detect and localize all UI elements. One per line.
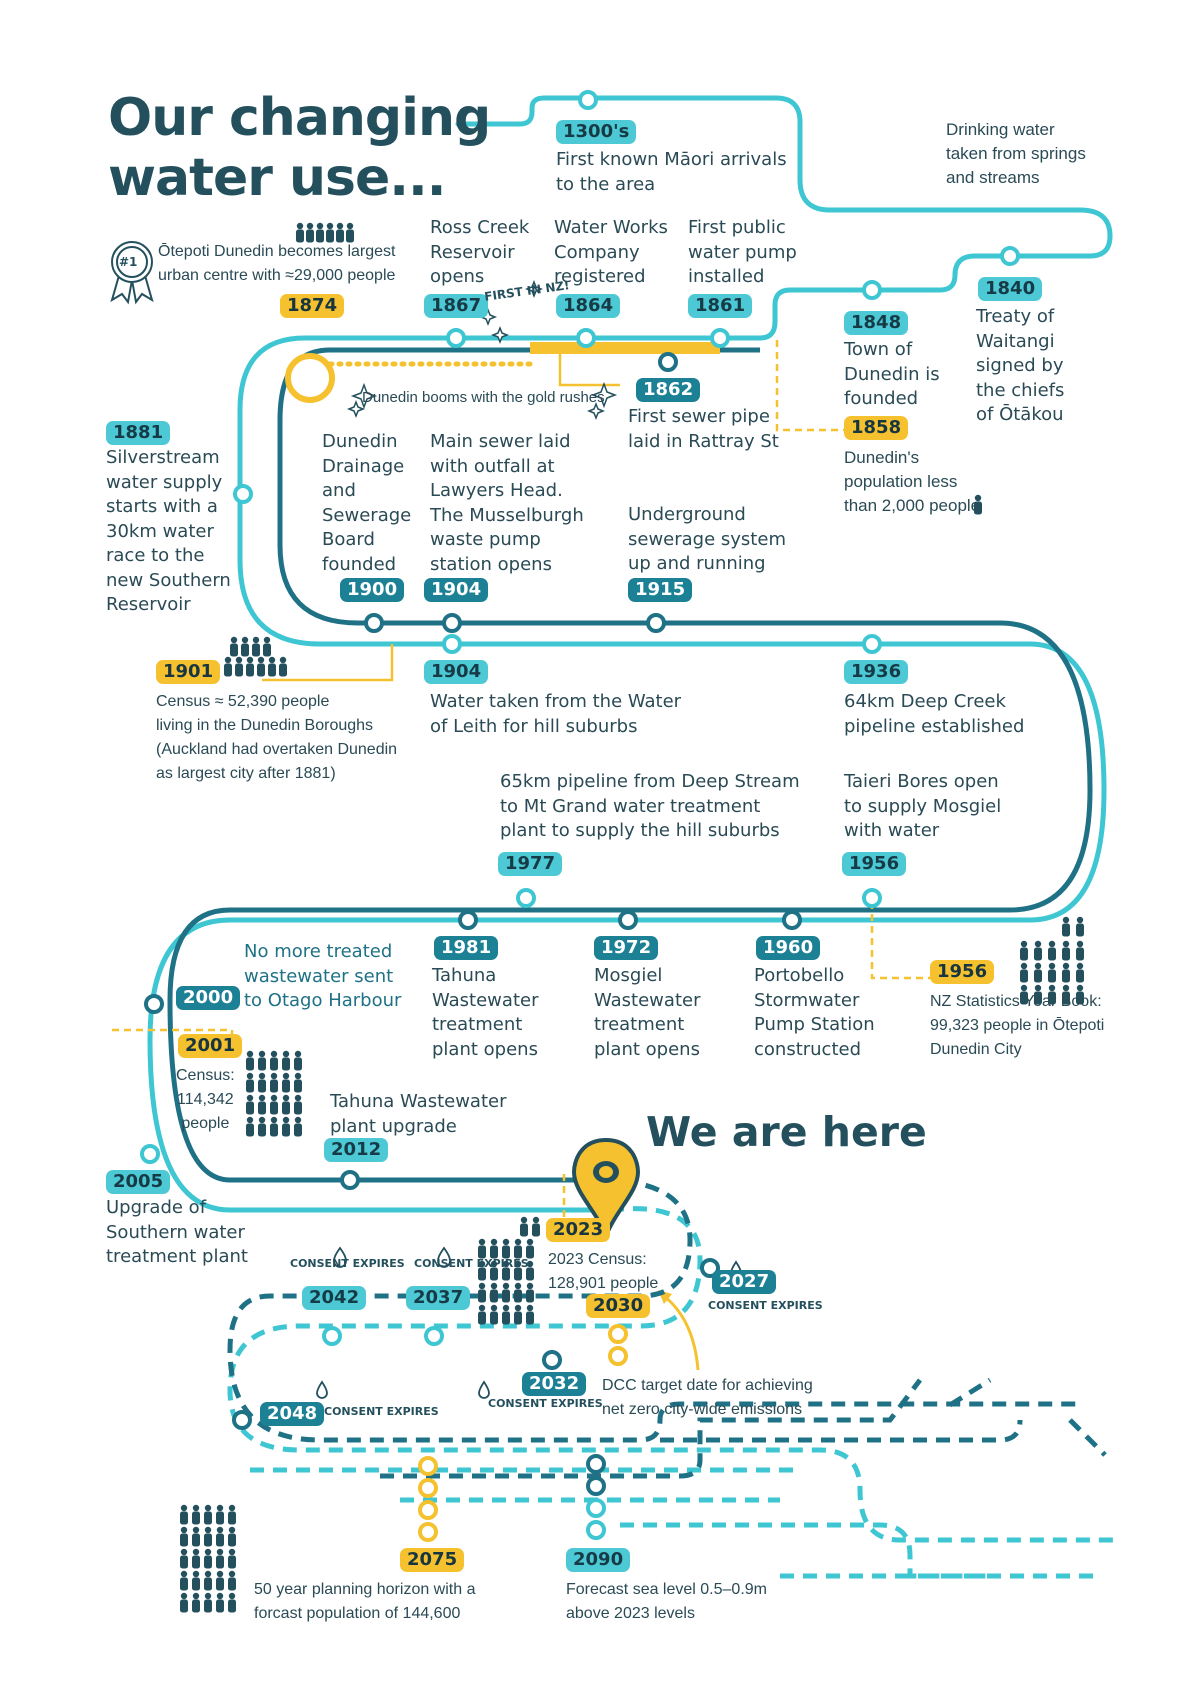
year-label-1300s: 1300's (556, 120, 637, 144)
event-text-1861: First public water pump installed (688, 217, 797, 287)
year-label-1858: 1858 (844, 416, 909, 440)
year-label-1904b: 1904 (424, 660, 489, 684)
year-label-2075: 2075 (400, 1548, 465, 1572)
leader-1901 (262, 644, 394, 682)
event-text-1867: Ross Creek Reservoir opens (430, 217, 530, 287)
event-text-2090: Forecast sea level 0.5–0.9m above 2023 l… (566, 1581, 767, 1622)
year-label-2005: 2005 (106, 1170, 171, 1194)
event-text-2005: Upgrade of Southern water treatment plan… (106, 1197, 248, 1267)
year-label-1881: 1881 (106, 421, 171, 445)
year-label-1981: 1981 (434, 936, 499, 960)
line-dark-inner (167, 347, 1093, 1183)
future-dash-dark (227, 1177, 1080, 1479)
people-icon-2001 (246, 1050, 302, 1137)
gold-bar-gold-rush (530, 342, 720, 354)
event-text-1858: Dunedin's population less than 2,000 peo… (844, 448, 981, 515)
year-label-1901: 1901 (156, 660, 221, 684)
event-text-1956b: NZ Statistics Year Book: 99,323 people i… (930, 993, 1105, 1058)
people-icon-2075 (180, 1504, 236, 1613)
year-label-2000: 2000 (176, 986, 241, 1010)
year-label-2001: 2001 (178, 1034, 243, 1058)
event-text-1300s: First known Māori arrivals to the area (556, 149, 787, 195)
year-label-1904a: 1904 (424, 578, 489, 602)
event-text-2075: 50 year planning horizon with a forcast … (254, 1581, 476, 1622)
consent-expires-2027: CONSENT EXPIRES (708, 1299, 823, 1312)
consent-expires-2037: CONSENT EXPIRES (414, 1257, 529, 1270)
future-dash-extra-dark (660, 1377, 1107, 1457)
year-label-1972: 1972 (594, 936, 659, 960)
year-label-2027: 2027 (712, 1270, 777, 1294)
event-text-1972: Mosgiel Wastewater treatment plant opens (594, 965, 701, 1060)
event-text-1936: 64km Deep Creek pipeline established (844, 691, 1025, 737)
arrow-2030 (663, 1294, 700, 1371)
year-label-1874: 1874 (280, 294, 345, 318)
event-text-1956a: Taieri Bores open to supply Mosgiel with… (844, 771, 1002, 841)
year-label-2030: 2030 (586, 1294, 651, 1318)
year-label-1848: 1848 (844, 311, 909, 335)
event-text-1960: Portobello Stormwater Pump Station const… (754, 965, 875, 1060)
event-text-1874: Ōtepoti Dunedin becomes largest urban ce… (158, 243, 396, 284)
year-label-1977: 1977 (498, 852, 563, 876)
year-label-1867: 1867 (424, 294, 489, 318)
event-text-2012: Tahuna Wastewater plant upgrade (330, 1091, 507, 1137)
event-text-2001: Census: 114,342 people (176, 1067, 235, 1132)
leader-1956 (870, 902, 932, 980)
award-rank: #1 (119, 255, 138, 269)
event-text-gold-rush: Dunedin booms with the gold rushes (362, 389, 605, 406)
we-are-here-label: We are here (646, 1108, 927, 1156)
event-text-1840: Treaty of Waitangi signed by the chiefs … (976, 306, 1065, 425)
year-label-2090: 2090 (566, 1548, 631, 1572)
year-label-2042: 2042 (302, 1286, 367, 1310)
year-label-1915: 1915 (628, 578, 693, 602)
leader-gold-rush (558, 354, 620, 387)
year-label-1840: 1840 (978, 277, 1043, 301)
page-title: Our changing water use... (108, 88, 491, 208)
year-label-2023: 2023 (546, 1218, 611, 1242)
year-label-1936: 1936 (844, 660, 909, 684)
year-label-1956a: 1956 (842, 852, 907, 876)
people-icon-1901 (224, 636, 287, 677)
consent-expires-2032: CONSENT EXPIRES (488, 1397, 603, 1410)
leader-2001 (112, 1028, 234, 1042)
year-label-1862: 1862 (636, 378, 701, 402)
year-label-1956b: 1956 (930, 960, 995, 984)
event-text-1901: Census ≈ 52,390 people living in the Dun… (156, 693, 398, 782)
line-teal-outer (147, 335, 1107, 1213)
event-text-1981: Tahuna Wastewater treatment plant opens (432, 965, 539, 1060)
year-label-2012: 2012 (324, 1138, 389, 1162)
consent-expires-2042: CONSENT EXPIRES (290, 1257, 405, 1270)
year-label-1960: 1960 (756, 936, 821, 960)
year-label-2032: 2032 (522, 1372, 587, 1396)
year-label-2048: 2048 (260, 1402, 325, 1426)
event-text-2023: 2023 Census: 128,901 people (548, 1251, 659, 1292)
event-text-1881: Silverstream water supply starts with a … (106, 447, 231, 615)
event-text-1900: Dunedin Drainage and Sewerage Board foun… (322, 431, 412, 575)
award-ribbon-icon (110, 241, 154, 305)
event-text-1864: Water Works Company registered (554, 217, 668, 287)
event-text-1977: 65km pipeline from Deep Stream to Mt Gra… (500, 771, 800, 841)
future-dash-light (227, 1206, 1120, 1543)
event-text-2000: No more treated wastewater sent to Otago… (244, 941, 402, 1011)
event-text-1848: Town of Dunedin is founded (844, 339, 940, 409)
event-text-1904a: Main sewer laid with outfall at Lawyers … (430, 431, 584, 575)
line-teal-top (302, 95, 1113, 341)
year-label-1900: 1900 (340, 578, 405, 602)
people-icon-2023 (478, 1216, 540, 1325)
event-text-1862: First sewer pipe laid in Rattray St (628, 406, 779, 452)
year-label-2037: 2037 (406, 1286, 471, 1310)
stations (140, 90, 1020, 1542)
water-drop-icon (316, 1246, 742, 1399)
event-text-1915: Underground sewerage system up and runni… (628, 504, 786, 574)
event-text-springs: Drinking water taken from springs and st… (946, 120, 1086, 187)
event-text-2030: DCC target date for achieving net zero c… (602, 1377, 813, 1418)
year-label-1861: 1861 (688, 294, 753, 318)
year-label-1864: 1864 (556, 294, 621, 318)
event-text-1904b: Water taken from the Water of Leith for … (430, 691, 682, 737)
consent-expires-2048: CONSENT EXPIRES (324, 1405, 439, 1418)
leader-1858 (775, 340, 845, 432)
